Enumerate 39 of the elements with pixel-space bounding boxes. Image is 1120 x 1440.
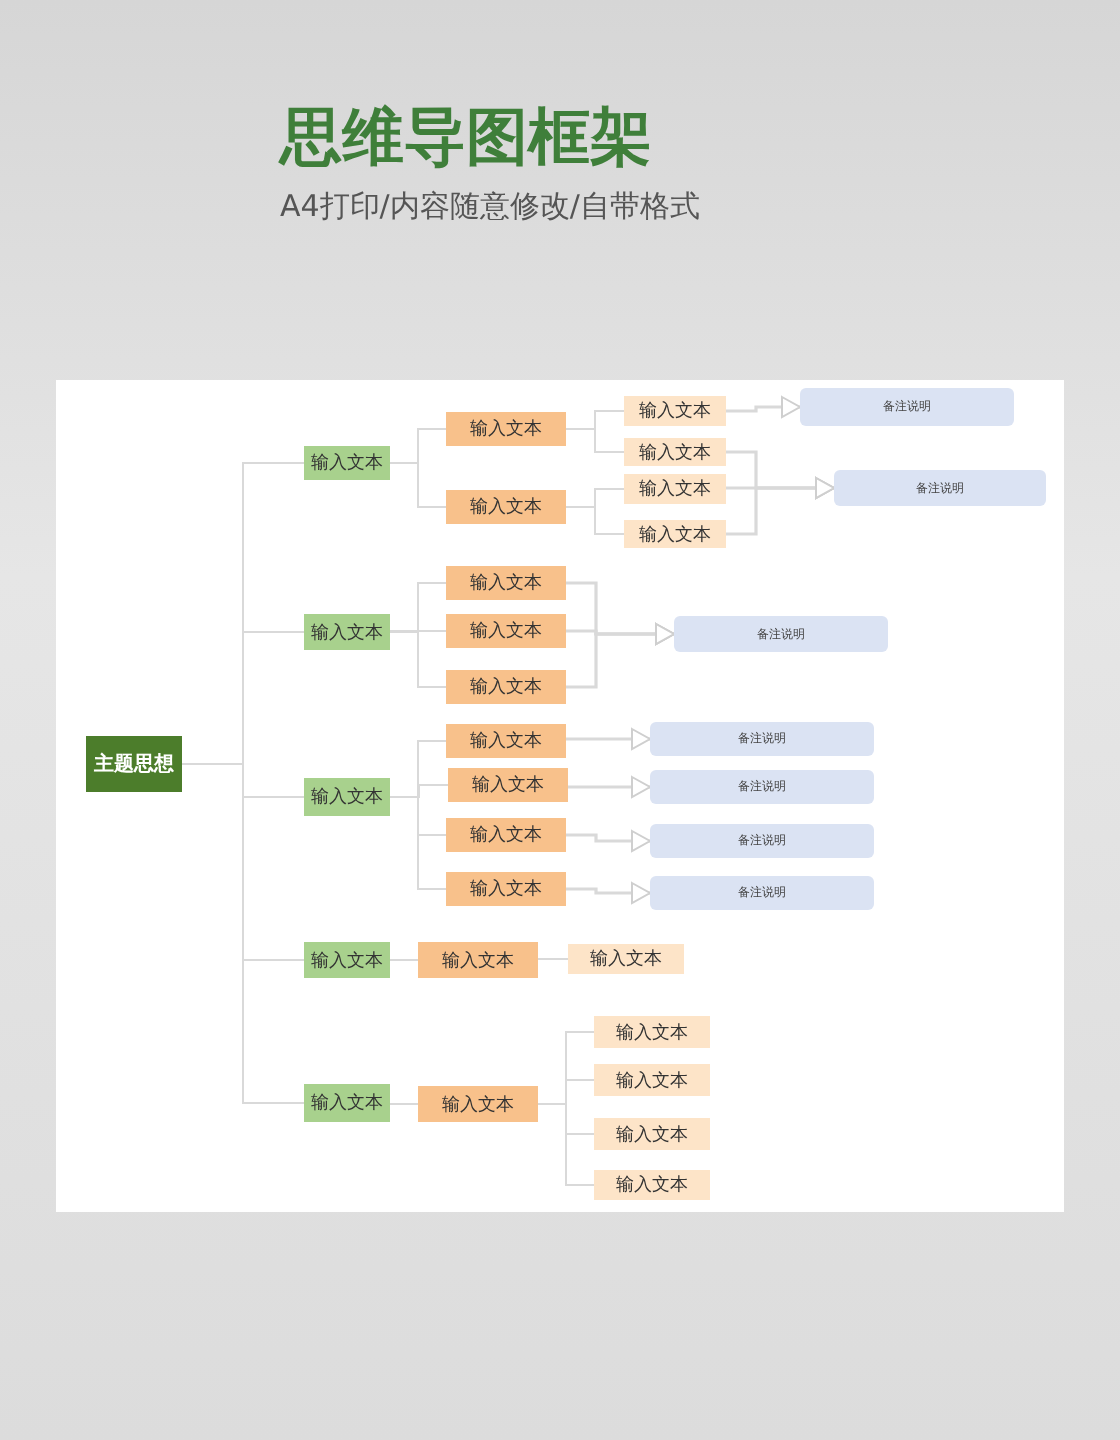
item-box: 输入文本 <box>594 1170 710 1200</box>
arrow <box>566 830 651 852</box>
subtopic-box: 输入文本 <box>418 1086 538 1122</box>
item-box: 输入文本 <box>594 1064 710 1096</box>
title: 思维导图框架 <box>280 100 652 178</box>
subtopic-box: 输入文本 <box>446 670 566 704</box>
subtopic-box: 输入文本 <box>446 412 566 446</box>
item-box: 输入文本 <box>624 520 726 548</box>
subtopic-box: 输入文本 <box>446 724 566 758</box>
subtitle: A4打印/内容随意修改/自带格式 <box>280 188 700 226</box>
subtopic-box: 输入文本 <box>418 942 538 978</box>
branch-box: 输入文本 <box>304 446 390 480</box>
item-box: 输入文本 <box>568 944 684 974</box>
connector-line <box>389 959 419 961</box>
arrow <box>726 396 801 418</box>
connector-line <box>389 630 447 632</box>
item-box: 输入文本 <box>624 396 726 426</box>
connector-line <box>389 1103 419 1105</box>
item-box: 输入文本 <box>624 474 726 504</box>
arrow <box>566 728 651 750</box>
item-box: 输入文本 <box>594 1118 710 1150</box>
arrow <box>568 776 651 798</box>
subtopic-box: 输入文本 <box>446 818 566 852</box>
subtopic-box: 输入文本 <box>446 872 566 906</box>
subtopic-box: 输入文本 <box>446 490 566 524</box>
item-box: 输入文本 <box>624 438 726 466</box>
branch-box: 输入文本 <box>304 1084 390 1122</box>
branch-box: 输入文本 <box>304 778 390 816</box>
arrow <box>726 477 835 536</box>
arrow <box>566 623 675 689</box>
subtopic-box: 输入文本 <box>448 768 568 802</box>
branch-box: 输入文本 <box>304 614 390 650</box>
connector-line <box>537 958 569 960</box>
subtopic-box: 输入文本 <box>446 566 566 600</box>
item-box: 输入文本 <box>594 1016 710 1048</box>
subtopic-box: 输入文本 <box>446 614 566 648</box>
arrow <box>566 882 651 904</box>
topic-box: 主题思想 <box>86 736 182 792</box>
branch-box: 输入文本 <box>304 942 390 978</box>
